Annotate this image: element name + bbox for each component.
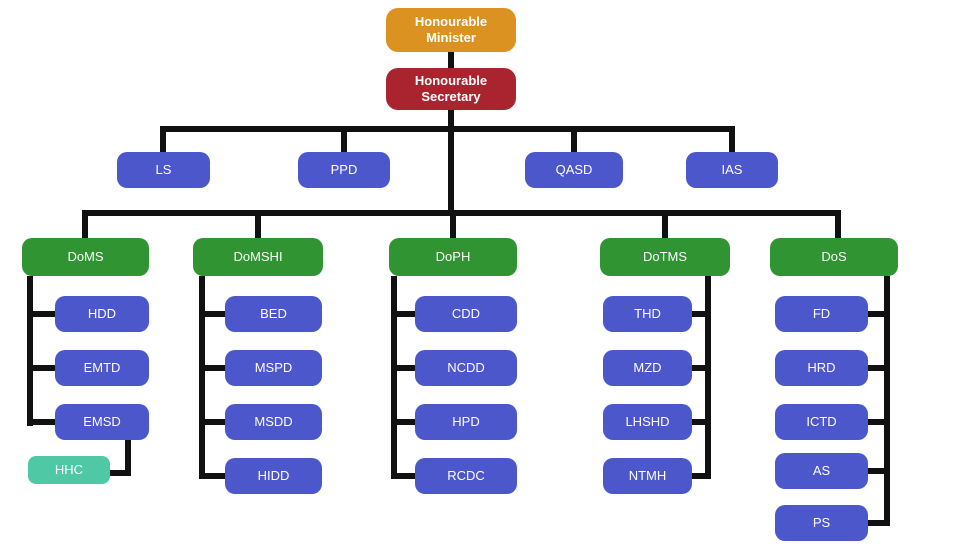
connector-drop-dotms [662,210,668,238]
node-ls[interactable]: LS [117,152,210,188]
connector-domshi-mspd [199,365,229,371]
connector-doms-spine [27,276,33,426]
node-hpd[interactable]: HPD [415,404,517,440]
connector-drop-dos [835,210,841,238]
connector-doph-rcdc [391,473,419,479]
connector-dotms-spine [705,276,711,479]
connector-dos-fd [864,311,890,317]
node-doms[interactable]: DoMS [22,238,149,276]
connector-dotms-mzd [688,365,711,371]
node-lhshd[interactable]: LHSHD [603,404,692,440]
node-qasd[interactable]: QASD [525,152,623,188]
node-thd[interactable]: THD [603,296,692,332]
connector-dos-hrd [864,365,890,371]
connector-doms-emtd [27,365,57,371]
node-ppd[interactable]: PPD [298,152,390,188]
connector-emsd-hhc-vertical [125,440,131,476]
node-doph[interactable]: DoPH [389,238,517,276]
connector-drop-doph [450,210,456,238]
connector-doph-hpd [391,419,419,425]
node-as[interactable]: AS [775,453,868,489]
connector-dotms-thd [688,311,711,317]
node-hidd[interactable]: HIDD [225,458,322,494]
connector-dotms-lhshd [688,419,711,425]
node-mzd[interactable]: MZD [603,350,692,386]
node-honourable-secretary[interactable]: Honourable Secretary [386,68,516,110]
connector-doph-spine [391,276,397,479]
connector-offices-rail [160,126,735,132]
connector-drop-doms [82,210,88,238]
connector-dos-spine [884,276,890,526]
node-bed[interactable]: BED [225,296,322,332]
connector-domshi-spine [199,276,205,479]
connector-minister-secretary [448,52,454,68]
node-ias[interactable]: IAS [686,152,778,188]
node-rcdc[interactable]: RCDC [415,458,517,494]
connector-drop-domshi [255,210,261,238]
connector-doms-emsd [27,419,57,425]
node-dos[interactable]: DoS [770,238,898,276]
connector-dotms-ntmh [688,473,711,479]
node-honourable-minister[interactable]: Honourable Minister [386,8,516,52]
connector-drop-ias [729,126,735,152]
node-emsd[interactable]: EMSD [55,404,149,440]
connector-emsd-hhc-horizontal [108,470,131,476]
node-domshi[interactable]: DoMSHI [193,238,323,276]
connector-dos-as [864,468,890,474]
node-hrd[interactable]: HRD [775,350,868,386]
node-hhc[interactable]: HHC [28,456,110,484]
connector-drop-ppd [341,126,347,152]
connector-departments-rail [82,210,841,216]
node-hdd[interactable]: HDD [55,296,149,332]
node-mspd[interactable]: MSPD [225,350,322,386]
connector-doph-ncdd [391,365,419,371]
node-ictd[interactable]: ICTD [775,404,868,440]
node-ntmh[interactable]: NTMH [603,458,692,494]
node-dotms[interactable]: DoTMS [600,238,730,276]
connector-doms-hdd [27,311,57,317]
node-ncdd[interactable]: NCDD [415,350,517,386]
node-msdd[interactable]: MSDD [225,404,322,440]
connector-domshi-hidd [199,473,229,479]
connector-domshi-msdd [199,419,229,425]
connector-drop-qasd [571,126,577,152]
node-ps[interactable]: PS [775,505,868,541]
connector-drop-ls [160,126,166,152]
node-cdd[interactable]: CDD [415,296,517,332]
node-emtd[interactable]: EMTD [55,350,149,386]
connector-dos-ps [864,520,890,526]
connector-doph-cdd [391,311,419,317]
connector-domshi-bed [199,311,229,317]
connector-secretary-trunk [448,110,454,216]
connector-dos-ictd [864,419,890,425]
node-fd[interactable]: FD [775,296,868,332]
